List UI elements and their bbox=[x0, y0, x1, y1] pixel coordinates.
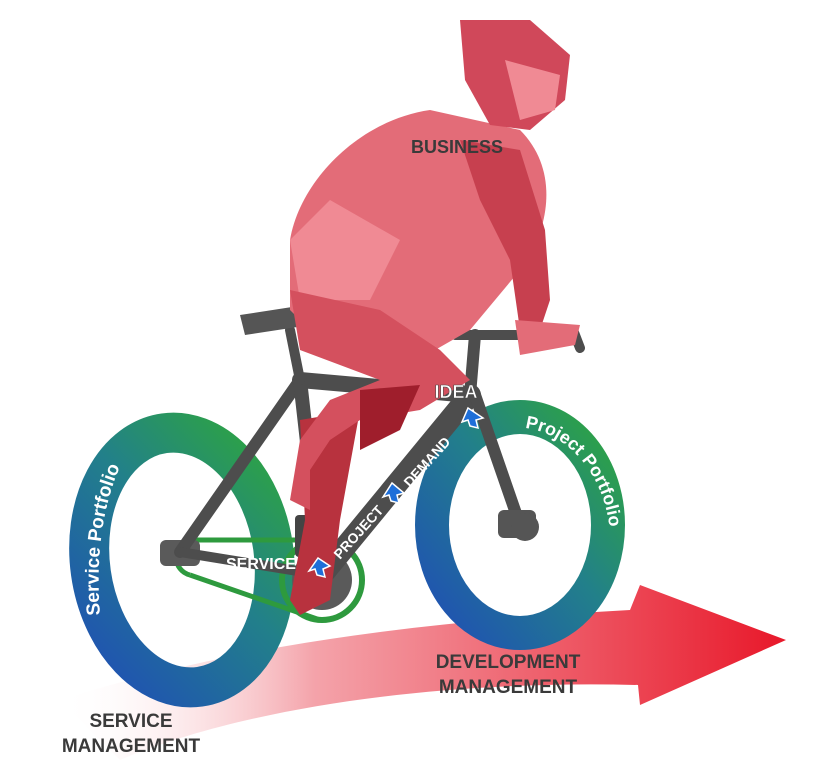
business-label: BUSINESS bbox=[411, 137, 503, 157]
service-management-label-line2: MANAGEMENT bbox=[62, 736, 201, 757]
service-management-label-line1: SERVICE bbox=[89, 711, 172, 732]
development-management-label-line1: DEVELOPMENT bbox=[436, 652, 581, 673]
flow-arrow-icon bbox=[307, 406, 485, 579]
project-portfolio-wheel bbox=[415, 400, 625, 650]
rider-figure bbox=[290, 20, 580, 615]
service-label: SERVICE bbox=[226, 556, 296, 573]
progress-arrow bbox=[60, 585, 786, 760]
service-portfolio-wheel bbox=[69, 412, 295, 708]
development-management-label-line2: MANAGEMENT bbox=[439, 677, 578, 698]
idea-label: IDEA bbox=[434, 382, 477, 402]
front-hub bbox=[498, 510, 539, 541]
